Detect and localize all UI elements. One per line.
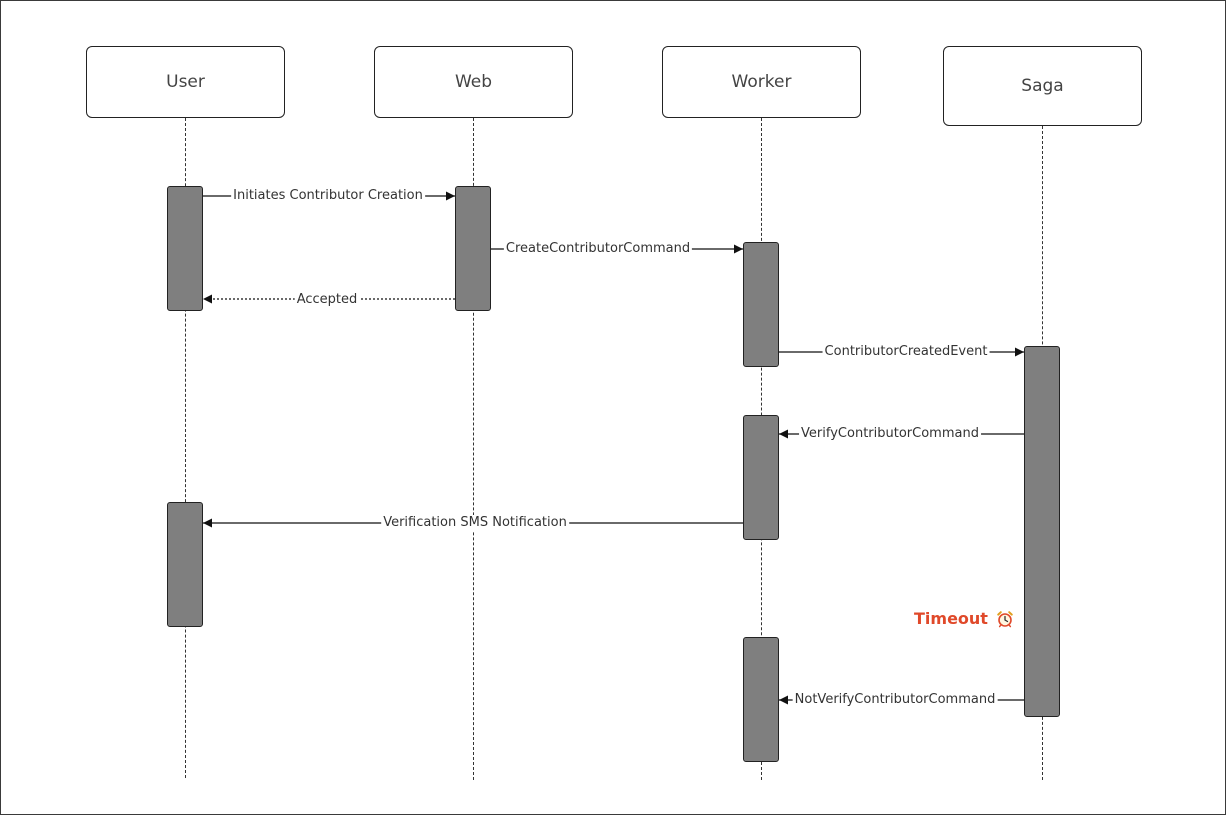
lane-user: User (86, 46, 285, 118)
lifeline-web (473, 118, 474, 780)
label-sms: Verification SMS Notification (381, 515, 569, 531)
lifeline-user (185, 118, 186, 778)
activation-saga-1 (1024, 346, 1060, 717)
lane-worker: Worker (662, 46, 861, 118)
lane-web: Web (374, 46, 573, 118)
label-created-event: ContributorCreatedEvent (822, 344, 990, 360)
activation-worker-2 (743, 415, 779, 540)
label-verify-cmd: VerifyContributorCommand (799, 426, 981, 442)
label-initiates: Initiates Contributor Creation (231, 188, 425, 204)
label-accepted: Accepted (294, 292, 360, 308)
activation-user-2 (167, 502, 203, 627)
label-create-cmd: CreateContributorCommand (503, 241, 693, 257)
activation-worker-1 (743, 242, 779, 367)
activation-user-1 (167, 186, 203, 311)
lane-user-label: User (166, 72, 205, 92)
lane-worker-label: Worker (731, 72, 792, 92)
lane-web-label: Web (454, 72, 493, 92)
lane-saga-label: Saga (1021, 76, 1064, 96)
activation-worker-3 (743, 637, 779, 762)
timeout-annotation: Timeout (914, 609, 1014, 628)
timeout-label: Timeout (914, 609, 988, 628)
label-not-verify-cmd: NotVerifyContributorCommand (792, 692, 998, 708)
activation-web-1 (455, 186, 491, 311)
alarm-clock-icon (997, 610, 1013, 627)
lane-saga: Saga (943, 46, 1142, 126)
